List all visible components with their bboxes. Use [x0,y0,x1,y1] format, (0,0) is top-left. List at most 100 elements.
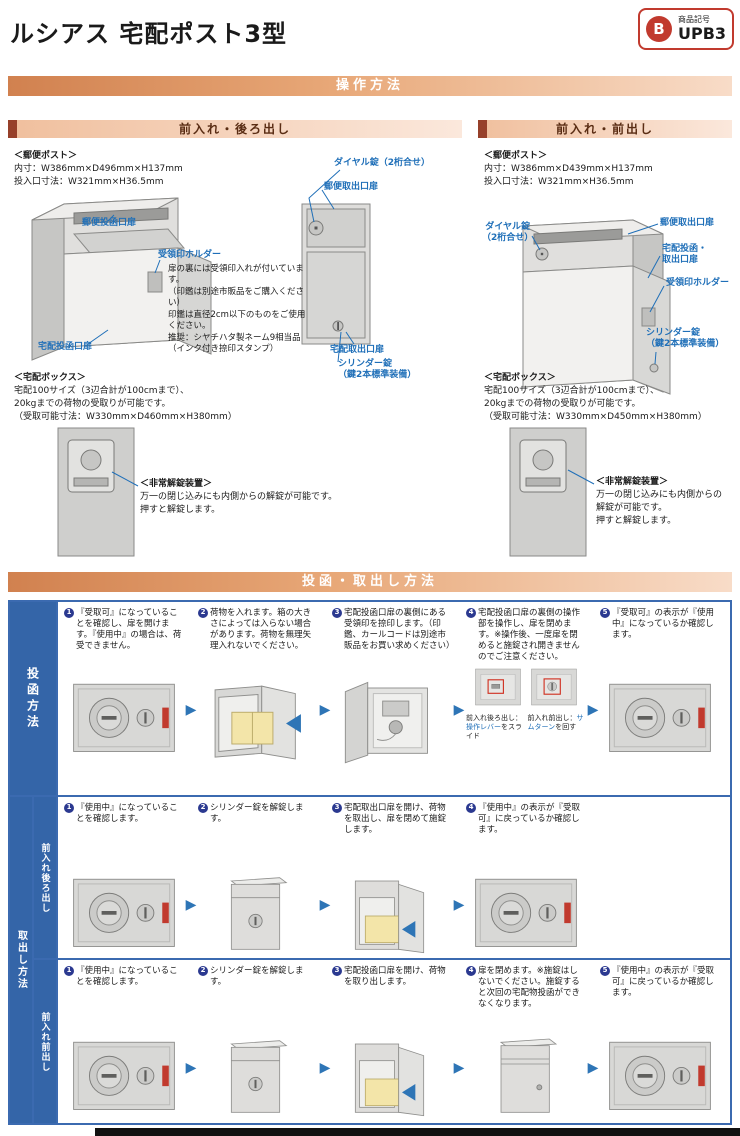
receipt-holder-note: 扉の裏には受領印入れが付いています。 （印鑑は別途市販品をご購入ください） 印鑑… [168,264,313,356]
row-subheader-rear-out: 前入れ後ろ出し [33,796,57,959]
close-door-illustration [500,1038,557,1113]
label-mail-out-door: 郵便取出口扉 [660,218,715,228]
subheader-front-in-rear-out: 前入れ・後ろ出し [8,120,462,138]
step: 4『使用中』の表示が『受取可』に戻っているか確認します。 [466,803,586,958]
arrow-right-icon: ▶ [185,897,197,913]
step: 1『使用中』になっていることを確認します。 [64,803,184,958]
dial-lock [535,247,549,261]
arrow-right-icon: ▶ [587,1060,599,1076]
row-subheader-front-out: 前入れ前出し [33,959,57,1124]
step-text: 『受取可』になっていることを確認し、扉を開けます。『使用中』の場合は、荷受できま… [76,608,182,652]
label-receipt-holder: 受領印ホルダー [158,250,222,260]
cylinder-lock [649,363,659,373]
label-delivery-out-door: 宅配取出口扉 [330,345,385,355]
label-cylinder-lock: シリンダー錠 （鍵2本標準装備） [338,359,417,381]
step: 1『受取可』になっていることを確認し、扉を開けます。『使用中』の場合は、荷受でき… [64,608,184,768]
caption-rear-out: 前入れ後ろ出し：操作レバーをスライド [466,714,522,741]
leader-lines [531,223,665,485]
banner-operation: 操作方法 [8,76,732,96]
mailpost-spec-title: ＜郵便ポスト＞ [14,151,78,161]
receipt-holder [641,307,656,327]
label-dial-lock: ダイヤル錠 （2桁合せ） [482,222,534,244]
receipt-note-line: 印鑑は直径2cm以下のものをご使用ください。 [168,309,306,332]
arrow-right-icon: ▶ [319,897,331,913]
arrow-right-icon: ▶ [453,702,465,718]
receipt-holder [147,271,163,293]
label-mail-out-door: 郵便取出口扉 [324,182,379,192]
arrow-right-icon: ▶ [319,702,331,718]
mailpost-slot-size: 投入口寸法：W321mm×H36.5mm [14,177,164,188]
label-delivery-in-door: 宅配投函口扉 [38,342,93,352]
step: 5『受取可』の表示が『使用中』になっているか確認します。 [600,608,720,768]
label-dial-lock: ダイヤル錠（2桁合せ） [334,158,430,168]
panel-status-illustration [73,683,175,752]
post-front-open-illustration [522,219,671,395]
page-title: ルシアス 宅配ポスト3型 [10,20,288,48]
arrow-right-icon: ▶ [453,1060,465,1076]
label-delivery-door: 宅配投函・ 取出口扉 [662,244,708,266]
dial-lock [308,220,324,236]
emergency-button [532,449,554,471]
diagram-front-in-rear-out: ＜郵便ポスト＞ 内寸：W386mm×D496mm×H137mm 投入口寸法：W3… [8,142,462,566]
takeout-package-illustration [354,880,425,954]
emergency-device-illustration [57,427,135,557]
panel-status-illustration [73,1041,175,1110]
caption-front-out: 前入れ前出し：サムターンを回す [527,714,584,732]
mailpost-spec: ＜郵便ポスト＞ 内寸：W386mm×D496mm×H137mm 投入口寸法：W3… [14,150,183,189]
subheader-front-in-front-out: 前入れ・前出し [478,120,732,138]
delivery-box-spec: ＜宅配ボックス＞ 宅配100サイズ（3辺合計が100cmまで）、 20kgまでの… [484,373,707,423]
stamp-receipt-illustration [344,681,428,764]
label-mail-in-door: 郵便投函口扉 [82,218,137,228]
product-code-label: 商品記号 [678,15,710,25]
row-header-posting: 投函方法 [9,601,57,796]
emergency-device-illustration [509,427,587,557]
method-table: 投函方法 取出し方法 前入れ後ろ出し 前入れ前出し 1『受取可』になっていること… [8,600,732,1125]
arrow-right-icon: ▶ [319,1060,331,1076]
cylinder-lock [332,320,344,332]
unlock-cylinder-illustration [230,877,287,950]
diagram-front-in-front-out: ＜郵便ポスト＞ 内寸：W386mm×D439mm×H137mm 投入口寸法：W3… [478,142,732,566]
panel-status-illustration [73,878,175,947]
emergency-button [80,449,102,471]
takeout-package-illustration [354,1043,425,1117]
lever-operation-illustration [474,668,522,706]
posting-steps-cell: 1『受取可』になっていることを確認し、扉を開けます。『使用中』の場合は、荷受でき… [57,601,731,796]
operation-captions: 前入れ後ろ出し：操作レバーをスライド 前入れ前出し：サムターンを回す [466,714,586,741]
product-code: UPB3 [678,24,727,43]
emergency-unlock-spec: ＜非常解錠装置＞ 万一の閉じ込みにも内側からの解錠が可能です。 押すと解錠します… [140,479,338,516]
unlock-cylinder-illustration [230,1040,287,1113]
thumbturn-operation-illustration [530,668,578,706]
footer-bar [95,1128,740,1136]
label-receipt-holder: 受領印ホルダー [666,278,730,288]
receipt-note-line: 扉の裏には受領印入れが付いています。 [168,264,304,286]
step-number: 1 [64,608,74,618]
brand-logo-icon: B [646,16,672,42]
mail-slot [533,228,623,245]
arrow-right-icon: ▶ [587,702,599,718]
panel-status-illustration [609,683,711,752]
mailpost-spec: ＜郵便ポスト＞ 内寸：W386mm×D439mm×H137mm 投入口寸法：W3… [484,151,653,188]
step: 1『使用中』になっていることを確認します。 [64,966,184,1123]
receipt-note-line: 推奨：シヤチハタ製ネーム9相当品（インク付き捺印スタンプ） [168,332,301,355]
step: 5『使用中』の表示が『受取可』に戻っているか確認します。 [600,966,720,1123]
panel-status-illustration [475,878,577,947]
row-header-takeout: 取出し方法 [9,796,33,1124]
emergency-unlock-spec: ＜非常解錠装置＞ 万一の閉じ込みにも内側からの解錠が可能です。 押すと解錠します… [596,477,723,527]
arrow-right-icon: ▶ [453,897,465,913]
arrow-right-icon: ▶ [185,1060,197,1076]
arrow-right-icon: ▶ [185,702,197,718]
delivery-box-spec: ＜宅配ボックス＞ 宅配100サイズ（3辺合計が100cmまで）、 20kgまでの… [14,373,237,423]
insert-package-illustration [214,685,302,760]
product-code-badge: B 商品記号 UPB3 [638,8,734,50]
mailpost-inner-size: 内寸：W386mm×D496mm×H137mm [14,164,183,175]
